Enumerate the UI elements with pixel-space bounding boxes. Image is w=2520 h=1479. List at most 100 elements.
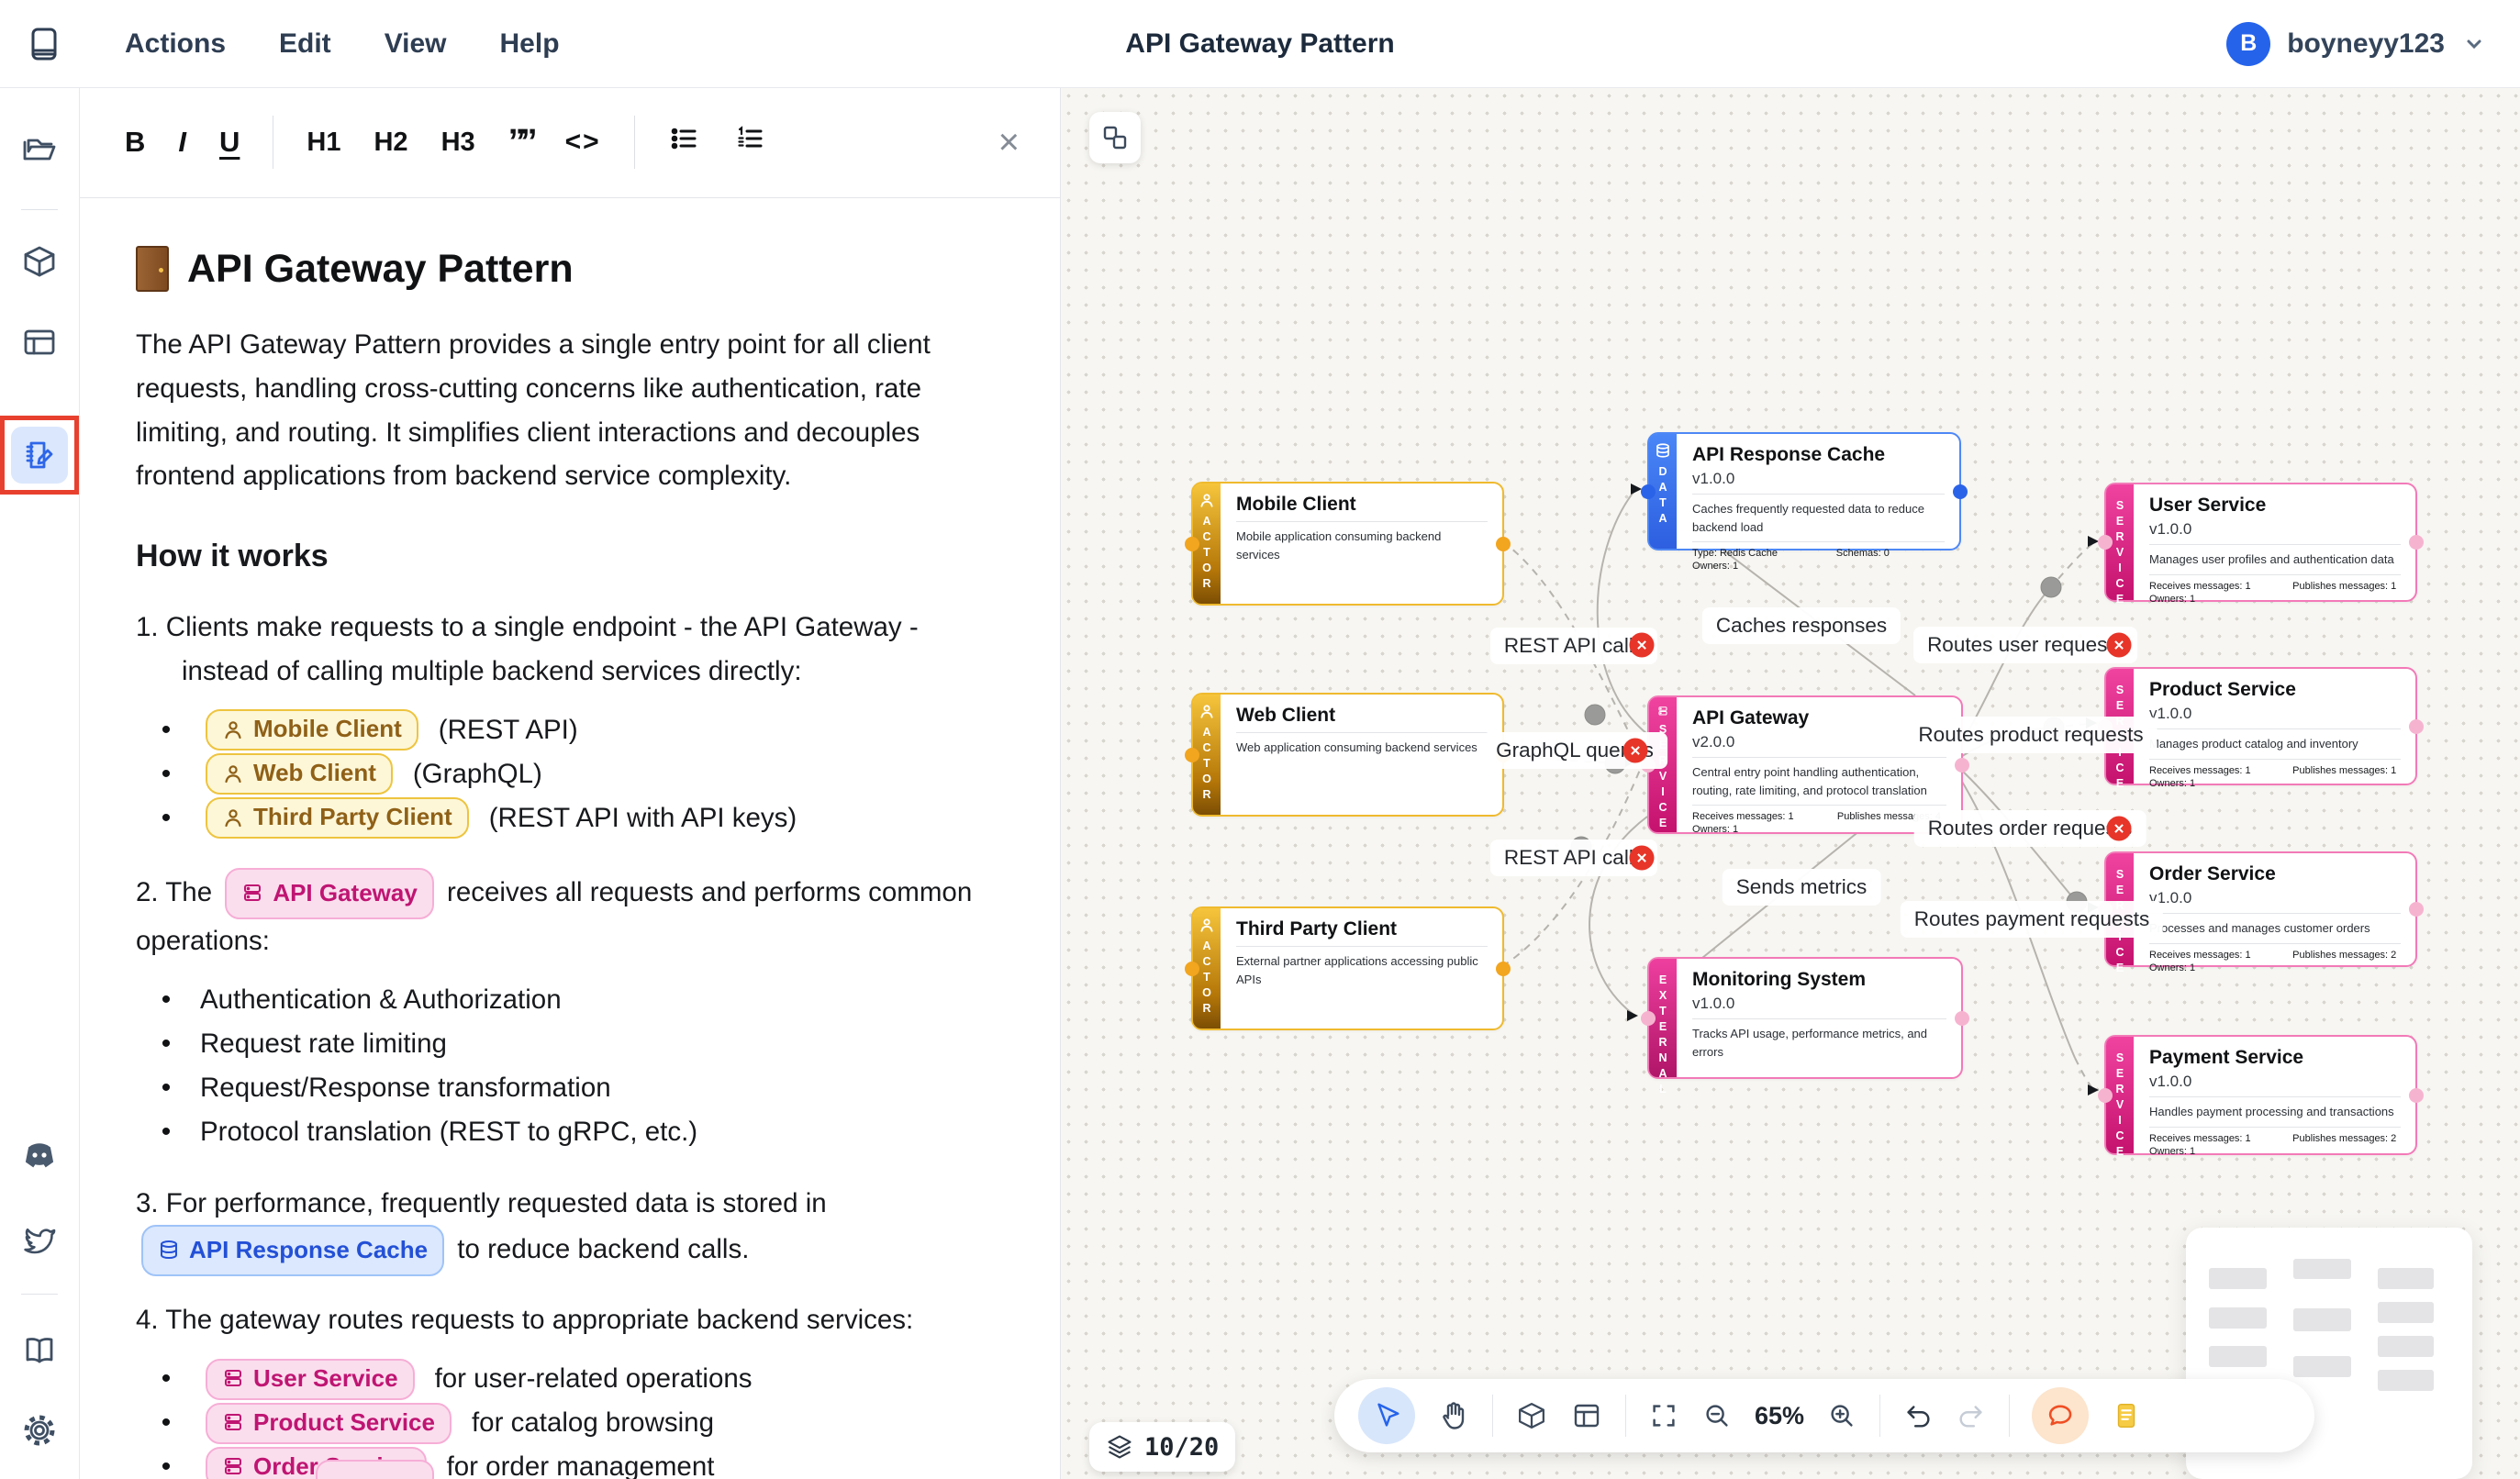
code-button[interactable]: <> [564, 127, 601, 157]
fullscreen-button[interactable] [1648, 1400, 1679, 1431]
heading3-button[interactable]: H3 [440, 127, 475, 157]
connection-port[interactable] [2409, 535, 2424, 550]
ordered-list-button[interactable] [734, 122, 767, 162]
redo-button[interactable] [1956, 1400, 1987, 1431]
node-api-response-cache[interactable]: DATA API Response Cache v1.0.0 Caches fr… [1641, 432, 1968, 572]
zoom-out-button[interactable] [1701, 1400, 1733, 1431]
sidebar-item-layout[interactable] [20, 323, 59, 361]
frame-select-button[interactable] [1089, 112, 1141, 163]
sidebar-item-files[interactable] [20, 130, 59, 169]
bullet: • [161, 1407, 172, 1439]
mention-badge-product-service[interactable]: Product Service [206, 1402, 452, 1444]
comments-button[interactable] [2032, 1387, 2090, 1444]
mention-badge-third-party-client[interactable]: Third Party Client [206, 797, 469, 840]
table-tool-button[interactable] [1570, 1399, 1603, 1432]
connection-port[interactable] [1185, 961, 1199, 976]
mention-badge-api-response-cache[interactable]: API Response Cache [141, 1225, 445, 1277]
menu-actions[interactable]: Actions [125, 28, 227, 59]
underline-button[interactable]: U [219, 126, 240, 158]
sidebar-item-docs[interactable] [20, 1330, 59, 1369]
node-meta: Receives messages: 1 Publishes messages:… [2149, 581, 2401, 605]
italic-button[interactable]: I [178, 126, 187, 158]
bullet-list-button[interactable] [668, 122, 701, 162]
bold-button[interactable]: B [125, 126, 146, 158]
connection-port[interactable] [1641, 1010, 1656, 1026]
sidebar-item-discord[interactable] [20, 1136, 59, 1174]
connection-port[interactable] [1953, 484, 1968, 499]
edge-handle[interactable] [1584, 704, 1606, 726]
delete-edge-button[interactable]: ✕ [1629, 632, 1655, 658]
undo-button[interactable] [1902, 1400, 1934, 1431]
menu-help[interactable]: Help [499, 28, 560, 59]
minimap-node [2209, 1307, 2267, 1329]
door-emoji [136, 246, 169, 292]
edge-label[interactable]: Sends metrics [1722, 869, 1881, 906]
menu-edit[interactable]: Edit [279, 28, 331, 59]
select-tool-button[interactable] [1358, 1387, 1415, 1444]
heading2-button[interactable]: H2 [374, 127, 408, 157]
person-icon [225, 808, 241, 827]
user-menu[interactable]: B boyneyy123 [2226, 21, 2487, 66]
connection-port[interactable] [1496, 961, 1511, 976]
connection-port[interactable] [2409, 902, 2424, 917]
mention-badge-user-service[interactable]: User Service [206, 1358, 415, 1400]
heading1-button[interactable]: H1 [307, 127, 341, 157]
badge-label: Mobile Client [253, 715, 402, 743]
edge-label[interactable]: Caches responses [1701, 607, 1901, 644]
edge-gateway-cache [1596, 490, 1648, 735]
connection-port[interactable] [1641, 484, 1656, 499]
doc-step-4: 4. The gateway routes requests to approp… [136, 1305, 914, 1336]
edge-handle[interactable] [2040, 576, 2062, 598]
connection-port[interactable] [1185, 747, 1199, 762]
arrowhead [2088, 536, 2099, 547]
close-panel-button[interactable]: × [998, 121, 1020, 162]
delete-edge-button[interactable]: ✕ [2106, 632, 2132, 658]
connection-port[interactable] [1955, 757, 1969, 773]
journal-icon [31, 28, 57, 60]
sidebar-divider [21, 1294, 58, 1295]
connection-port[interactable] [2409, 718, 2424, 734]
node-version: v1.0.0 [2149, 705, 2192, 722]
node-version: v1.0.0 [2149, 889, 2192, 906]
notes-button[interactable] [2111, 1400, 2142, 1431]
node-monitoring-system[interactable]: EXTERNAL Monitoring System v1.0.0 Tracks… [1641, 957, 1969, 1098]
connection-port[interactable] [1955, 1010, 1969, 1026]
doc-intro: The API Gateway Pattern provides a singl… [136, 329, 931, 492]
app-logo-button[interactable] [24, 24, 64, 64]
list-item: •Authentication & Authorization [147, 978, 1003, 1022]
edge-label[interactable]: Routes payment requests [1900, 901, 2164, 938]
connection-port[interactable] [1185, 536, 1199, 551]
mention-badge-web-client[interactable]: Web Client [206, 753, 393, 795]
folder-icon [23, 139, 56, 161]
delete-edge-button[interactable]: ✕ [1622, 738, 1648, 763]
node-web-client[interactable]: ACTOR Web Client Web application consumi… [1185, 693, 1511, 817]
sidebar-item-notebook-active[interactable] [0, 416, 79, 495]
pan-tool-button[interactable] [1437, 1399, 1470, 1432]
zoom-in-button[interactable] [1826, 1400, 1857, 1431]
mention-badge-api-gateway[interactable]: API Gateway [225, 867, 434, 919]
sidebar-item-components[interactable] [20, 242, 59, 281]
sidebar-item-settings[interactable] [19, 1410, 60, 1451]
pages-indicator[interactable]: 10/20 [1089, 1422, 1236, 1472]
connection-port[interactable] [2409, 1087, 2424, 1103]
delete-edge-button[interactable]: ✕ [2106, 816, 2132, 841]
menu-view[interactable]: View [384, 28, 447, 59]
delete-edge-button[interactable]: ✕ [1629, 845, 1655, 871]
mention-badge-mobile-client[interactable]: Mobile Client [206, 709, 418, 751]
edge-label[interactable]: Routes user requests [1913, 627, 2137, 663]
node-mobile-client[interactable]: ACTOR Mobile Client Mobile application c… [1185, 482, 1511, 606]
edge-label[interactable]: Routes product requests [1904, 717, 2158, 753]
node-payment-service[interactable]: SERVICE Payment Service v1.0.0 Handles p… [2098, 1035, 2424, 1161]
menu-list: Actions Edit View Help [125, 28, 560, 60]
sidebar-item-twitter[interactable] [20, 1219, 59, 1258]
node-title: Product Service [2149, 679, 2296, 700]
layers-icon [1108, 1435, 1132, 1459]
connection-port[interactable] [2098, 535, 2113, 550]
component-tool-button[interactable] [1515, 1399, 1548, 1432]
connection-port[interactable] [2098, 1087, 2113, 1103]
blockquote-button[interactable]: ”” [507, 123, 538, 161]
node-third-party-client[interactable]: ACTOR Third Party Client External partne… [1185, 906, 1511, 1030]
node-user-service[interactable]: SERVICE User Service v1.0.0 Manages user… [2098, 483, 2424, 608]
diagram-canvas[interactable]: REST API calls GraphQL queries REST API … [1060, 87, 2520, 1479]
connection-port[interactable] [1496, 536, 1511, 551]
